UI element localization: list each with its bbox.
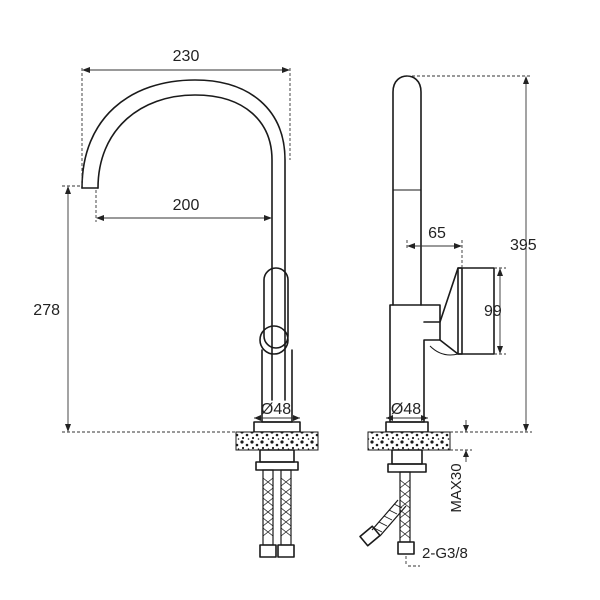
side-hoses bbox=[359, 471, 415, 555]
dim-label-278: 278 bbox=[33, 302, 60, 319]
dim-label-395: 395 bbox=[510, 237, 537, 254]
front-countertop bbox=[235, 431, 319, 451]
front-view: 230 200 278 Ø48 bbox=[33, 48, 319, 558]
dim-label-65: 65 bbox=[428, 225, 446, 242]
front-base-ring bbox=[253, 421, 301, 433]
front-handle-knob bbox=[259, 325, 289, 355]
dim-label-99: 99 bbox=[484, 303, 502, 320]
side-base-ring bbox=[385, 421, 429, 433]
front-spout-outer bbox=[81, 79, 286, 401]
dim-label-d48-front: Ø48 bbox=[261, 401, 291, 418]
side-view: 395 65 99 Ø48 MAX30 2-G3/8 bbox=[359, 75, 537, 567]
side-handle bbox=[423, 267, 463, 355]
front-shank bbox=[259, 449, 295, 463]
dim-label-d48-side: Ø48 bbox=[391, 401, 421, 418]
side-handle-plate bbox=[457, 267, 495, 355]
side-countertop bbox=[367, 431, 451, 451]
dim-label-230: 230 bbox=[173, 48, 200, 65]
dim-label-connection: 2-G3/8 bbox=[422, 545, 468, 562]
dim-label-max30: MAX30 bbox=[448, 463, 465, 512]
front-spout-inner bbox=[97, 94, 273, 401]
front-hoses bbox=[259, 469, 295, 558]
dim-label-200: 200 bbox=[173, 197, 200, 214]
front-handle-slot bbox=[263, 267, 289, 349]
side-shank bbox=[391, 449, 423, 465]
front-nut bbox=[255, 461, 299, 471]
side-nut bbox=[387, 463, 427, 473]
